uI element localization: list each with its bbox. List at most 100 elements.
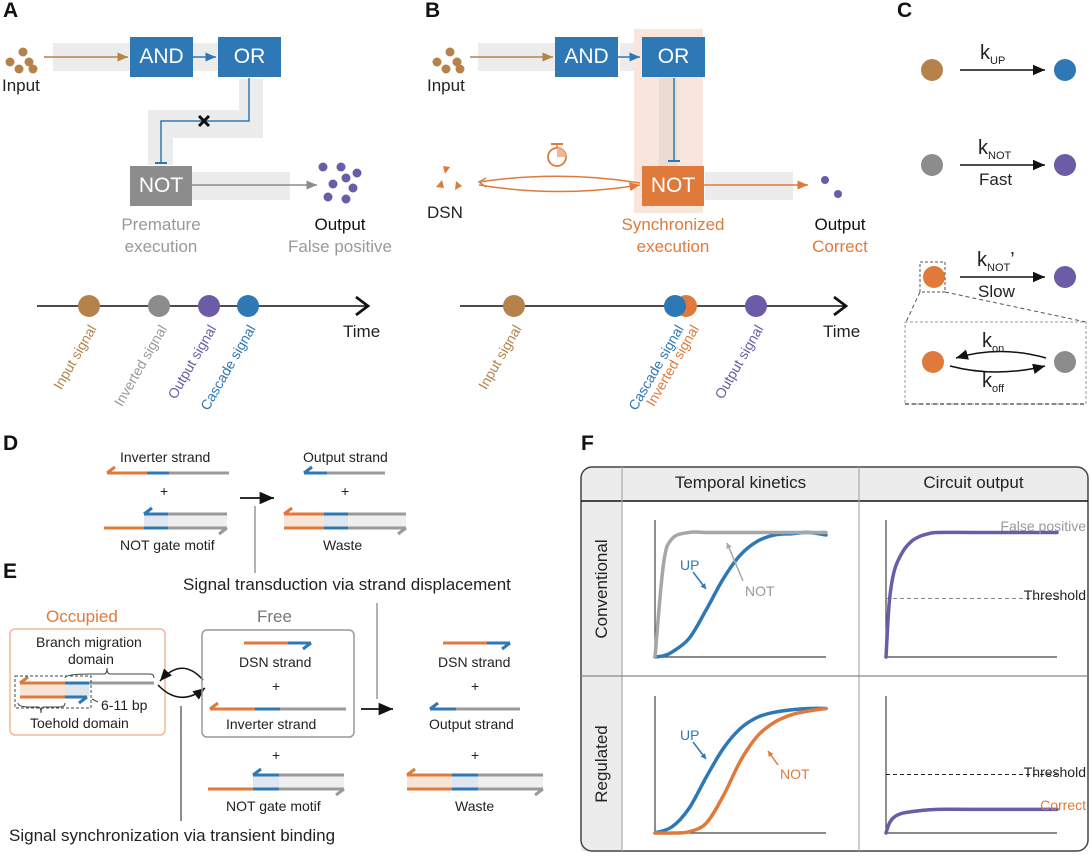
occupied-box <box>9 628 166 736</box>
branch-migration-brace <box>64 667 155 679</box>
panel-e-diagram <box>9 603 544 821</box>
synchronization-caption: Signal synchronization via transient bin… <box>9 826 336 845</box>
inverter-strand <box>209 701 346 711</box>
plus-sign: + <box>272 747 281 763</box>
panel-label-e: E <box>3 560 18 583</box>
zoom-connector <box>905 291 921 323</box>
occupied-title: Occupied <box>46 607 118 626</box>
dsn-triangles-icon <box>436 166 462 190</box>
series-output-false-positive <box>884 530 1059 659</box>
plus-sign: + <box>160 483 169 499</box>
output-strand <box>303 465 385 475</box>
x-icon <box>197 114 211 128</box>
output-strand-label: Output strand <box>303 449 388 465</box>
not-curve-label: NOT <box>745 583 775 599</box>
rate-k-not: kNOT <box>978 137 1011 162</box>
or-gate <box>218 37 281 77</box>
not-gate-label: NOT <box>138 174 184 197</box>
not-gate-motif-label: NOT gate motif <box>120 537 215 553</box>
panel-b-diagram <box>432 29 849 317</box>
rate-speed-fast: Fast <box>979 170 1013 189</box>
plus-sign: + <box>272 678 281 694</box>
up-annotation-arrow-head <box>700 753 706 759</box>
toehold-length-label: 6-11 bp <box>101 697 148 713</box>
toehold-box <box>14 675 92 709</box>
binding-arrow-top <box>478 175 641 184</box>
not-gate-label: NOT <box>650 174 696 197</box>
waste-duplex <box>283 506 407 536</box>
stopwatch-icon <box>547 143 567 167</box>
series-up <box>653 706 828 835</box>
waste-label: Waste <box>455 798 495 814</box>
time-axis-label: Time <box>823 322 861 341</box>
dsn-strand-label: DSN strand <box>239 654 312 670</box>
free-title: Free <box>257 607 292 626</box>
threshold-label: Threshold <box>1023 587 1086 603</box>
rate-k-on: kon <box>982 330 1004 355</box>
binding-arrow-bottom <box>478 182 641 193</box>
or-gate <box>642 37 705 77</box>
up-curve-label: UP <box>680 727 700 743</box>
branch-migration-label-line1: Branch migration <box>36 634 142 650</box>
up-curve-label: UP <box>680 557 700 573</box>
transduction-caption: Signal transduction via strand displacem… <box>183 575 511 594</box>
output-dots-icon <box>821 176 842 198</box>
series-output-correct <box>884 807 1059 835</box>
input-dots-icon <box>5 47 38 74</box>
panel-a-diagram <box>5 37 371 317</box>
panel-label-b: B <box>425 0 441 22</box>
output-species <box>1054 266 1076 288</box>
panel-f-table <box>580 466 1089 852</box>
occupied-species <box>922 351 944 373</box>
rate-k-up: kUP <box>980 42 1005 67</box>
output-species <box>1054 154 1076 176</box>
rate-symbol: k <box>982 330 992 352</box>
not-caption-line2: execution <box>636 237 710 256</box>
rate-symbol: k <box>980 42 990 64</box>
plus-sign: + <box>471 747 480 763</box>
dsn-strand <box>244 641 312 651</box>
rate-symbol: k <box>977 249 987 271</box>
rate-k-not-prime: kNOT’ <box>977 249 1015 274</box>
output-status: Correct <box>812 237 868 256</box>
time-axis-label: Time <box>343 322 381 341</box>
and-gate-label: AND <box>564 45 609 68</box>
waste-duplex <box>406 767 544 797</box>
false-positive-label: False positive <box>1000 518 1086 534</box>
or-gate-label: OR <box>657 45 690 68</box>
timeline-input-signal <box>78 295 100 317</box>
panel-c-diagram <box>904 59 1087 405</box>
free-species <box>1054 351 1076 373</box>
panel-label-d: D <box>3 432 19 455</box>
rate-subscript: on <box>992 343 1005 355</box>
free-box <box>201 629 355 738</box>
not-gate <box>642 166 704 206</box>
plus-sign: + <box>341 483 350 499</box>
not-gate-motif <box>208 767 345 797</box>
inverted-species <box>921 154 943 176</box>
binding-arrowhead <box>477 177 487 188</box>
up-annotation-arrow-head <box>700 583 706 589</box>
correct-label: Correct <box>1040 797 1086 813</box>
signal-band <box>659 78 677 166</box>
not-caption-line1: Synchronized <box>621 215 725 234</box>
toehold-domain-label: Toehold domain <box>30 715 129 731</box>
output-label: Output <box>314 215 366 234</box>
rate-prime: ’ <box>1010 249 1015 271</box>
timeline-input-signal <box>503 295 525 317</box>
inverter-strand-label: Inverter strand <box>226 716 317 732</box>
rate-symbol: k <box>982 370 992 392</box>
dsn-strand <box>443 641 511 651</box>
zoom-connector <box>944 291 1087 323</box>
regulated-inverted-species <box>923 266 945 288</box>
input-dots-icon <box>432 47 465 74</box>
plus-sign: + <box>471 678 480 694</box>
table-border <box>580 466 1089 852</box>
timeline-cascade-signal <box>237 295 259 317</box>
series-up <box>653 530 828 659</box>
inverter-strand <box>106 465 229 475</box>
not-gate-motif-label: NOT gate motif <box>226 798 321 814</box>
dsn-strand-label: DSN strand <box>438 654 511 670</box>
signal-band <box>705 172 793 200</box>
